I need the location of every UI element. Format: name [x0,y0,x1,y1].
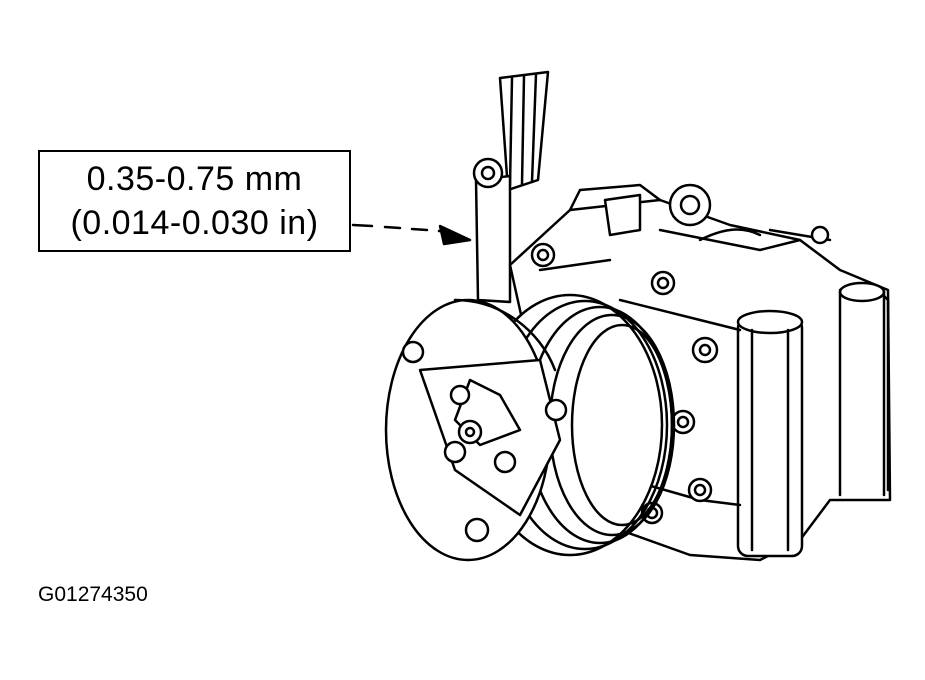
clutch-plate [384,298,568,562]
body-bolts [530,242,719,525]
callout-arrow [351,223,472,246]
feeler-gauge [472,70,550,304]
figure-id: G01274350 [38,583,148,606]
clearance-metric: 0.35-0.75 mm [86,160,303,198]
clearance-callout: 0.35-0.75 mm (0.014-0.030 in) [38,150,351,252]
clearance-imperial: (0.014-0.030 in) [70,204,319,242]
